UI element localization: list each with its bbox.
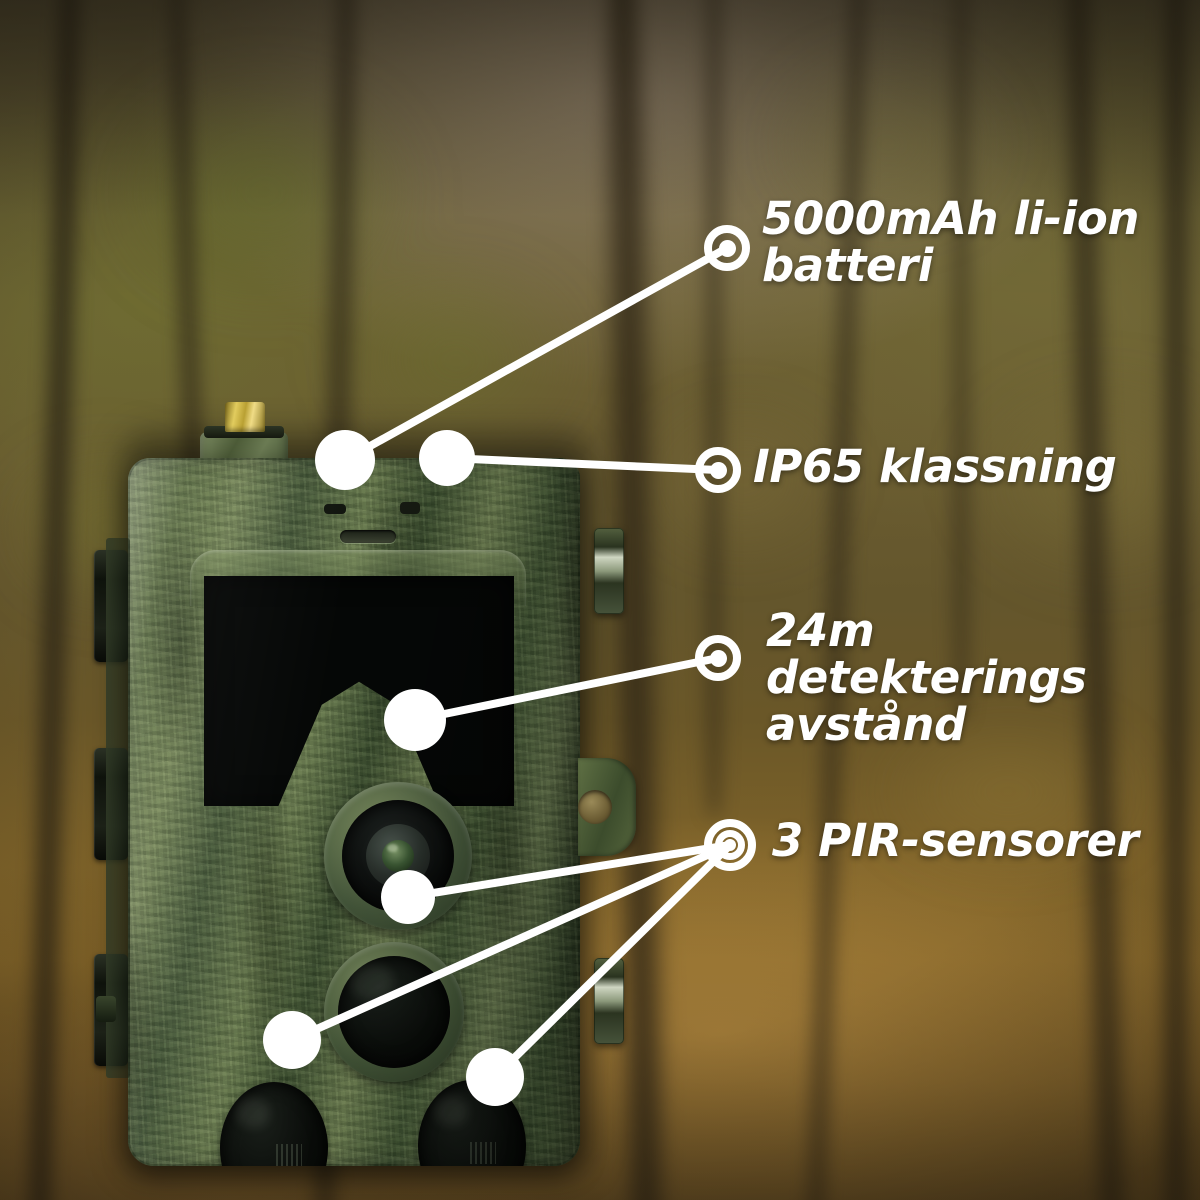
tree-trunk bbox=[1158, 0, 1194, 1200]
target-core-dot bbox=[718, 239, 736, 257]
pir-fresnel-grid bbox=[276, 1144, 302, 1166]
callout-anchor-dot[interactable] bbox=[466, 1048, 524, 1106]
callout-leader-line bbox=[288, 841, 734, 1044]
latch bbox=[594, 528, 624, 614]
target-double-icon[interactable] bbox=[704, 819, 756, 871]
target-outer-ring bbox=[704, 819, 756, 871]
callout-anchor-dot[interactable] bbox=[263, 1011, 321, 1069]
status-led bbox=[324, 504, 346, 514]
lens-highlight bbox=[387, 844, 398, 852]
callout-label-ip65: IP65 klassning bbox=[753, 440, 1117, 493]
microphone-slot bbox=[340, 530, 396, 543]
target-outer-ring bbox=[695, 635, 741, 681]
target-core-dot bbox=[709, 649, 727, 667]
callout-leader-line bbox=[411, 654, 722, 724]
pir-highlight bbox=[434, 1096, 468, 1126]
callout-label-detection-range: 24m detekterings avstånd bbox=[766, 604, 1087, 751]
target-icon[interactable] bbox=[695, 447, 741, 493]
mount-hole bbox=[578, 790, 612, 824]
target-outer-ring bbox=[695, 447, 741, 493]
callout-anchor-dot[interactable] bbox=[315, 430, 375, 490]
antenna-connector bbox=[225, 402, 265, 432]
callout-leader-line bbox=[341, 244, 731, 464]
target-icon[interactable] bbox=[704, 225, 750, 271]
pir-highlight bbox=[236, 1098, 270, 1128]
target-icon[interactable] bbox=[695, 635, 741, 681]
target-outer-ring bbox=[704, 225, 750, 271]
lock-nub bbox=[96, 996, 116, 1022]
callout-leader-line bbox=[491, 841, 734, 1081]
target-core-dot bbox=[709, 461, 727, 479]
tree-trunk bbox=[948, 0, 975, 720]
callout-leader-line bbox=[404, 841, 734, 901]
callout-label-battery: 5000mAh li-ion batteri bbox=[762, 192, 1139, 292]
target-inner-ring bbox=[715, 830, 745, 860]
callout-anchor-dot[interactable] bbox=[419, 430, 475, 486]
hinge-strip bbox=[106, 538, 130, 1078]
light-sensor bbox=[400, 502, 420, 514]
housing-gloss bbox=[128, 458, 580, 1166]
callout-anchor-dot[interactable] bbox=[384, 689, 446, 751]
callout-label-pir-sensors: 3 PIR-sensorer bbox=[772, 814, 1139, 867]
pir-fresnel-grid bbox=[470, 1142, 496, 1164]
target-core-dot bbox=[724, 839, 736, 851]
callout-anchor-dot[interactable] bbox=[381, 870, 435, 924]
callout-leader-line bbox=[443, 454, 722, 474]
